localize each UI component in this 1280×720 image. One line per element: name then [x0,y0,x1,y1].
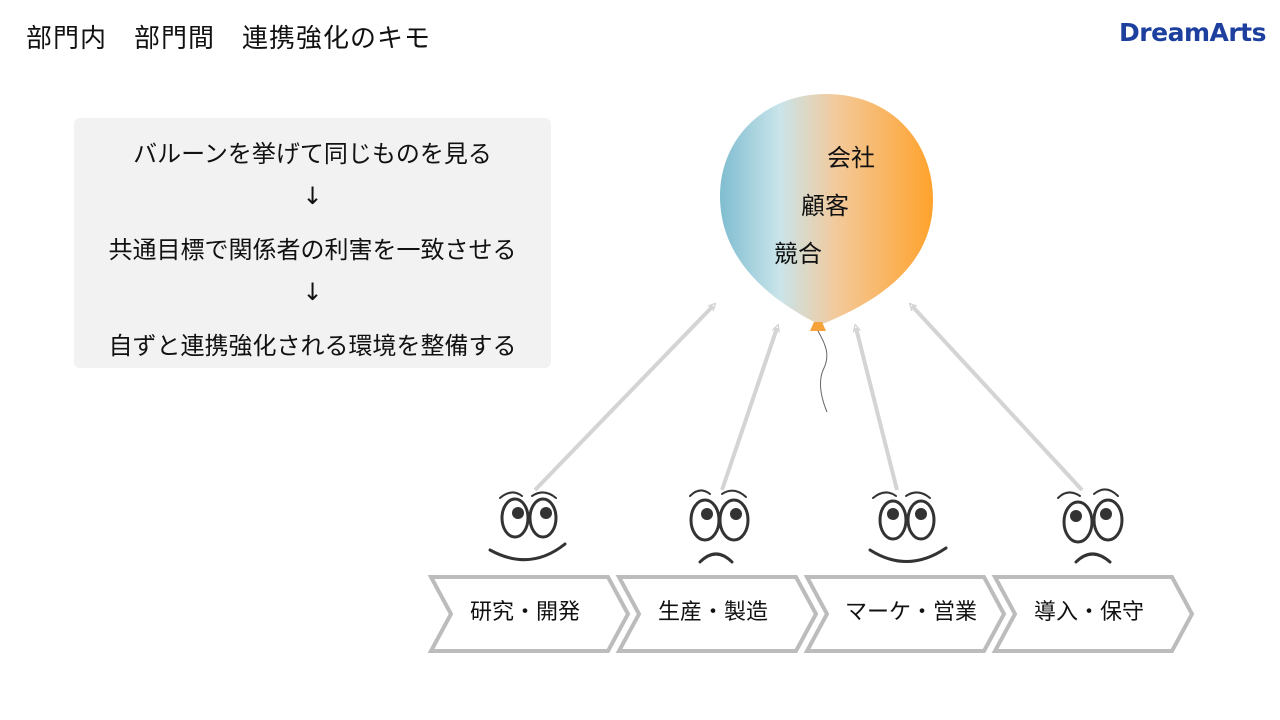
smiling-face-icon [870,492,946,561]
balloon-label-company: 会社 [827,138,875,173]
arrow-production [722,328,777,490]
balloon-string [818,331,827,412]
department-label-production: 生産・製造 [643,596,783,630]
arrows [535,306,1082,490]
balloon-label-competitor: 競合 [774,234,822,269]
arrow-support [912,306,1082,490]
arrow-research [535,306,713,490]
department-label-support: 導入・保守 [1019,596,1159,630]
frowning-face-icon [690,490,748,562]
smiling-face-icon [490,492,565,559]
department-label-research: 研究・開発 [455,596,595,630]
department-label-marketing: マーケ・営業 [831,596,991,630]
arrow-marketing [856,328,897,490]
frowning-face-icon [1058,489,1122,562]
balloon-label-customer: 顧客 [801,186,849,221]
